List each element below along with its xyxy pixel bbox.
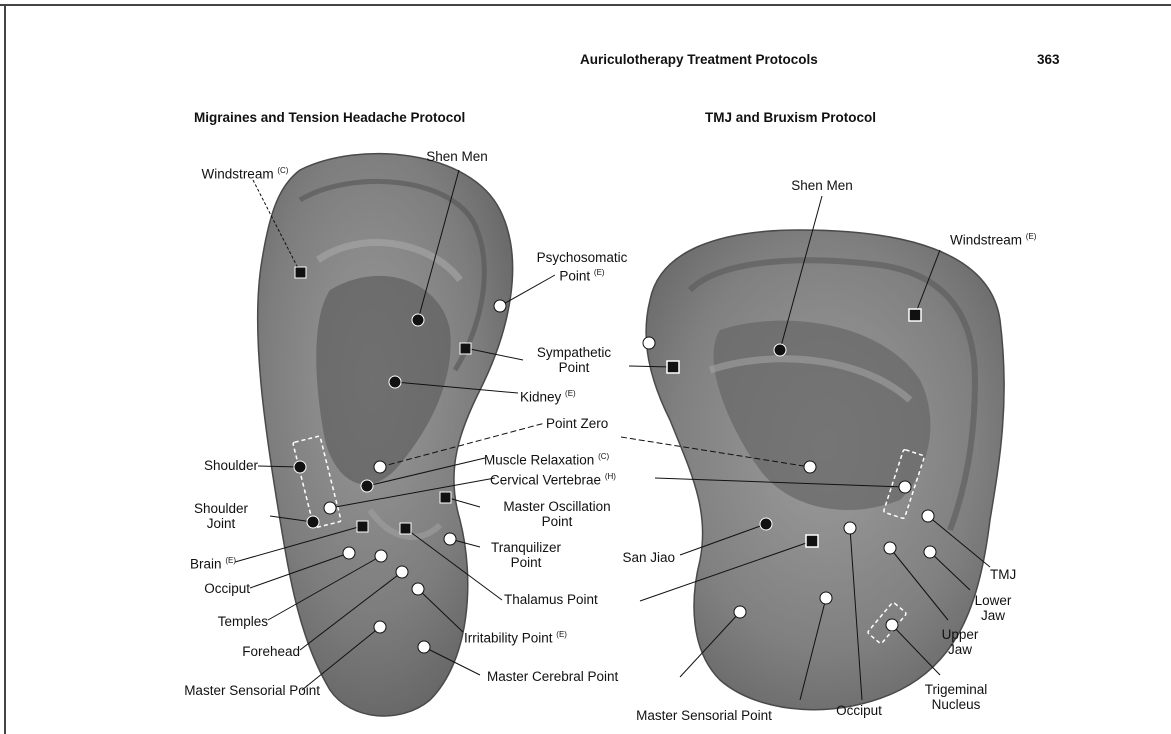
marker-thalamus-right xyxy=(806,535,818,547)
label-shoulder-joint: ShoulderJoint xyxy=(194,501,248,531)
label-san-jiao: San Jiao xyxy=(622,550,675,565)
marker-kidney xyxy=(389,376,401,388)
marker-shoulder xyxy=(294,461,306,473)
marker-master-cerebral-right xyxy=(734,606,746,618)
marker-master-sensorial-left xyxy=(374,621,386,633)
label-cervical-vertebrae: Cervical Vertebrae (H) xyxy=(490,469,616,488)
label-point-zero: Point Zero xyxy=(546,416,608,431)
marker-shen-men xyxy=(412,314,424,326)
label-brain: Brain (E) xyxy=(190,553,236,572)
label-temples: Temples xyxy=(218,614,268,629)
marker-shen-men-right xyxy=(774,344,786,356)
marker-brain xyxy=(357,521,368,532)
label-windstream-right: Windstream (E) xyxy=(950,229,1036,248)
marker-forehead xyxy=(396,566,408,578)
marker-master-cerebral xyxy=(418,641,430,653)
marker-master-sensorial-right xyxy=(820,592,832,604)
label-master-oscillation: Master OscillationPoint xyxy=(503,499,610,529)
label-upper-jaw: UpperJaw xyxy=(942,627,979,657)
marker-upper-jaw xyxy=(884,542,896,554)
label-tranquilizer: TranquilizerPoint xyxy=(491,540,561,570)
marker-muscle-relaxation xyxy=(361,480,373,492)
label-irritability: Irritability Point (E) xyxy=(464,627,567,646)
label-forehead: Forehead xyxy=(242,644,300,659)
marker-point-zero-right xyxy=(804,461,816,473)
marker-master-oscillation xyxy=(440,492,451,503)
marker-sympathetic xyxy=(460,343,471,354)
label-shen-men-right: Shen Men xyxy=(791,178,853,193)
marker-temples xyxy=(375,550,387,562)
label-tmj: TMJ xyxy=(990,567,1016,582)
marker-shoulder-joint xyxy=(307,516,319,528)
label-trigeminal: TrigeminalNucleus xyxy=(925,682,988,712)
label-master-sensorial-right: Master Sensorial Point xyxy=(636,708,772,723)
label-muscle-relaxation: Muscle Relaxation (C) xyxy=(484,449,609,468)
label-occiput: Occiput xyxy=(204,581,250,596)
label-shen-men: Shen Men xyxy=(426,149,488,164)
label-windstream: Windstream (C) xyxy=(202,163,289,182)
marker-point-zero xyxy=(374,461,386,473)
marker-tranquilizer xyxy=(444,533,456,545)
marker-psychosomatic xyxy=(494,300,506,312)
label-occiput-right: Occiput xyxy=(836,703,882,718)
marker-cervical xyxy=(324,502,336,514)
marker-tmj xyxy=(922,510,934,522)
marker-windstream-right xyxy=(909,309,921,321)
marker-thalamus xyxy=(400,523,411,534)
marker-occiput-right xyxy=(844,522,856,534)
label-sympathetic: SympatheticPoint xyxy=(537,345,611,375)
label-kidney: Kidney (E) xyxy=(520,386,576,405)
marker-windstream xyxy=(295,267,306,278)
label-master-cerebral: Master Cerebral Point xyxy=(487,669,618,684)
label-psychosomatic: PsychosomaticPoint (E) xyxy=(537,250,628,284)
marker-occiput xyxy=(343,547,355,559)
label-thalamus: Thalamus Point xyxy=(504,592,598,607)
label-shoulder: Shoulder xyxy=(204,458,258,473)
marker-sympathetic-right xyxy=(667,361,679,373)
marker-trigeminal xyxy=(886,619,898,631)
marker-lower-jaw xyxy=(924,546,936,558)
marker-irritability xyxy=(412,583,424,595)
label-master-sensorial-left: Master Sensorial Point xyxy=(184,683,320,698)
marker-cervical-right xyxy=(899,481,911,493)
marker-san-jiao xyxy=(760,518,772,530)
label-lower-jaw: LowerJaw xyxy=(975,593,1012,623)
marker-psychosomatic-right xyxy=(643,337,655,349)
